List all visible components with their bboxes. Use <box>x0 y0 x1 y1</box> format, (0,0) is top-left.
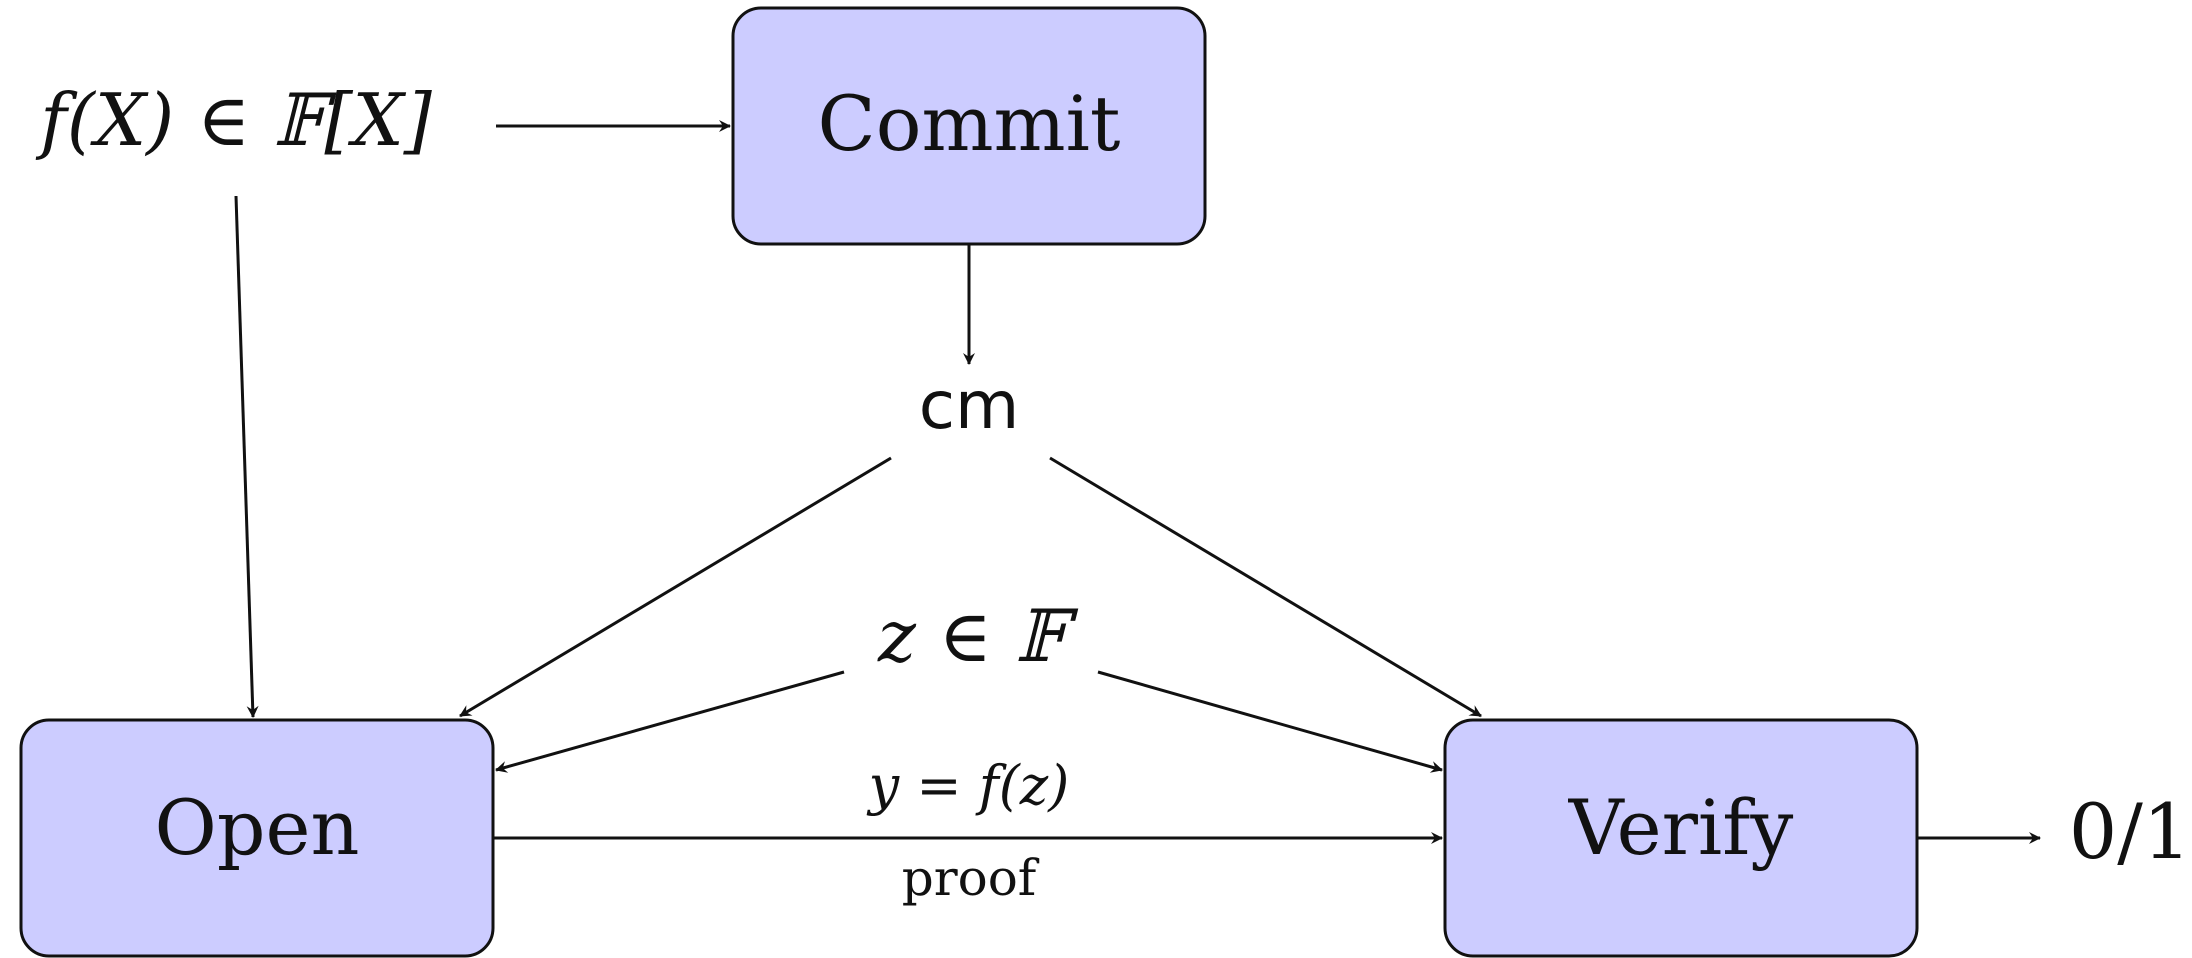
arrow-polynomial-to-open <box>234 195 259 718</box>
commit-label: Commit <box>818 79 1121 168</box>
proof-label: proof <box>902 849 1040 907</box>
arrow-cm-to-verify <box>1049 456 1482 718</box>
point-label: z ∈ 𝔽 <box>877 594 1079 678</box>
arrow-cm-to-open <box>459 456 892 718</box>
verify-label: Verify <box>1568 783 1794 872</box>
commitment-label: cm <box>919 367 1020 444</box>
polynomial-label: f(X) ∈ 𝔽[X] <box>35 78 433 162</box>
evaluation-label: y = f(z) <box>867 754 1070 817</box>
arrow-point-to-open <box>495 670 845 773</box>
output-label: 0/1 <box>2069 787 2191 876</box>
open-label: Open <box>155 783 360 872</box>
arrow-point-to-verify <box>1097 670 1443 773</box>
